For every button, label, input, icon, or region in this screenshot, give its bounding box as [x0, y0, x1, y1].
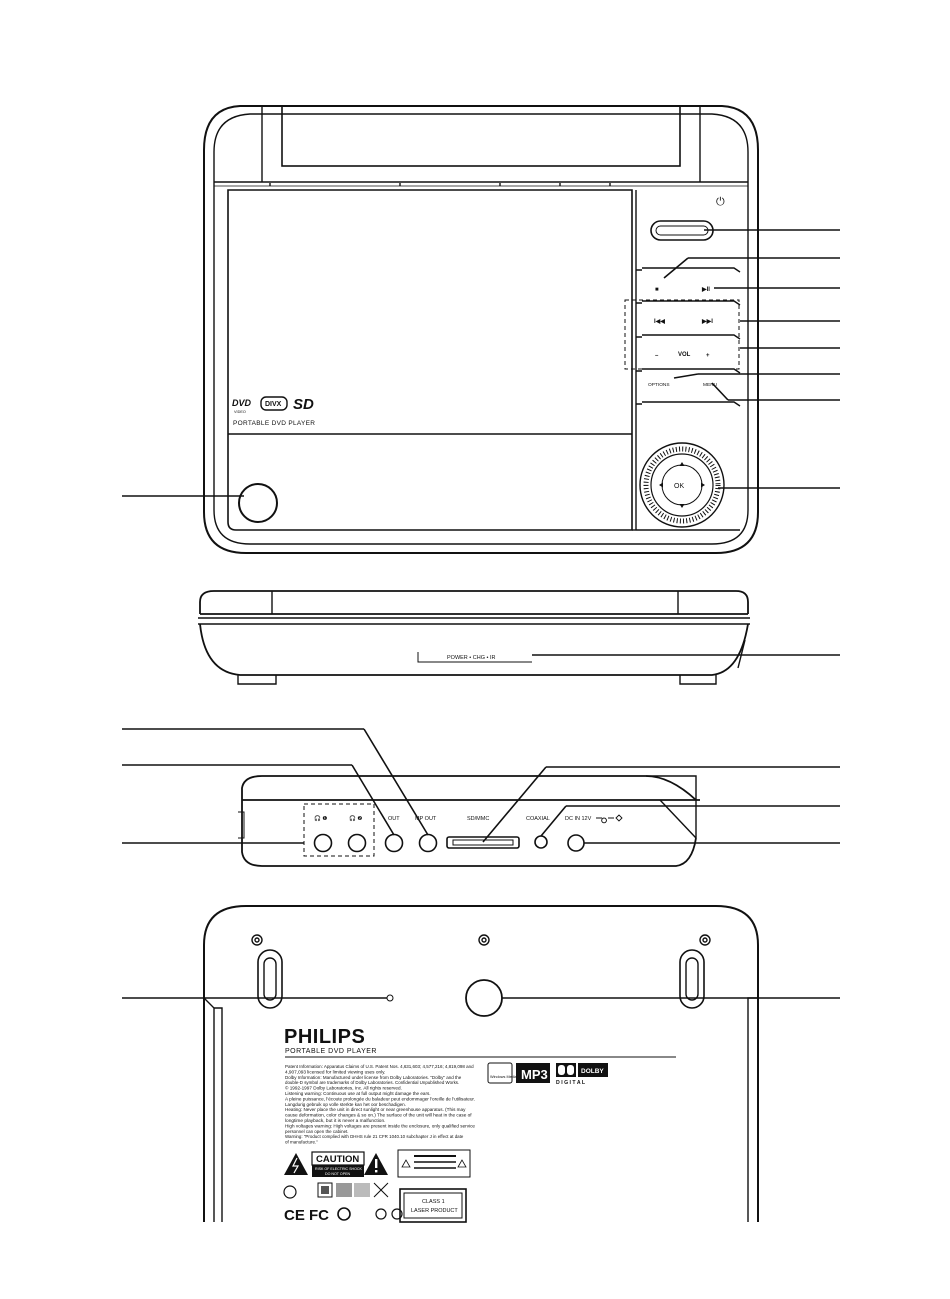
indicator-text: POWER • CHG • IR [447, 655, 495, 661]
laser-line1: CLASS 1 [422, 1199, 445, 1205]
info-line: cause deformation, color changes & so on… [285, 1113, 472, 1118]
caution-line2: DO NOT OPEN [325, 1172, 350, 1176]
laser-label: CLASS 1 LASER PRODUCT [399, 1188, 467, 1223]
open-button[interactable] [238, 483, 278, 523]
left-foot [257, 949, 283, 1009]
info-line: personnel can open the cabinet. [285, 1129, 349, 1134]
ce-fcc-mark: CE FC [284, 1207, 329, 1224]
headphone2-jack[interactable] [347, 833, 367, 853]
power-switch[interactable] [650, 220, 714, 241]
caution-block: CAUTION RISK OF ELECTRIC SHOCK DO NOT OP… [284, 1151, 388, 1177]
sd-logo: SD [293, 396, 314, 413]
av-out-label: OUT [388, 816, 400, 822]
headphone2-label: 🎧 ❷ [349, 815, 362, 822]
info-line: 4,907,093 licensed for limited viewing u… [285, 1069, 386, 1074]
coaxial-jack[interactable] [534, 835, 548, 849]
dc-in-jack[interactable] [567, 834, 585, 852]
info-line: double-D symbol are trademarks of Dolby … [285, 1080, 459, 1085]
front-view: DVD VIDEO DIVX SD PORTABLE DVD PLAYER ⏻ … [203, 105, 759, 554]
dvd-logo-sub: VIDEO [234, 410, 246, 414]
polarity-icon [596, 814, 623, 824]
vol-minus-button[interactable]: – [655, 353, 659, 359]
divx-logo: DIVX [260, 396, 288, 411]
info-line: Langdurig gebruik op volle sterkte kan h… [285, 1102, 406, 1107]
caution-line1: RISK OF ELECTRIC SHOCK [315, 1167, 363, 1171]
nav-dial[interactable]: OK [639, 442, 725, 528]
headphone1-label: 🎧 ❶ [314, 815, 327, 822]
laser-line2: LASER PRODUCT [411, 1208, 458, 1214]
ok-button[interactable]: OK [674, 483, 684, 490]
dvd-logo-text: DVD [232, 398, 252, 408]
mount-socket [465, 979, 503, 1017]
info-line: longtime playback, but it is never a mal… [285, 1118, 385, 1123]
info-line: A pleine puissance, l'écoute prolongée d… [285, 1096, 475, 1101]
coaxial-label: COAXIAL [526, 816, 550, 822]
regional-icon [391, 1208, 403, 1220]
dolby-logo: DOLBY D I G I T A L [556, 1063, 608, 1086]
model-text: PORTABLE DVD PLAYER [233, 420, 315, 427]
vol-label: VOL [678, 352, 691, 358]
info-line: © 1992-1997 Dolby Laboratories, Inc. All… [285, 1086, 402, 1091]
card-slot[interactable] [446, 836, 520, 849]
info-line: High voltages warning: High voltages are… [285, 1123, 476, 1128]
callout-lines [122, 229, 840, 999]
caution-title: CAUTION [316, 1154, 359, 1165]
info-line: of manufacture." [285, 1140, 318, 1145]
windows-media-text: Windows Media™ [490, 1075, 521, 1079]
dolby-digital-text: D I G I T A L [556, 1080, 586, 1086]
ports-view: 🎧 ❶ 🎧 ❷ OUT MP OUT SD/MMC COAXIAL DC IN … [238, 775, 700, 867]
play-pause-button[interactable]: ▶II [701, 286, 710, 293]
info-line: Listening warning: Continuous use at ful… [285, 1091, 431, 1096]
ul-mark-icon [283, 1185, 297, 1199]
warning-label [397, 1149, 471, 1178]
mp3-logo: MP3 [516, 1063, 550, 1083]
side-view: POWER • CHG • IR [198, 590, 750, 685]
windows-media-logo: Windows Media™ [487, 1062, 521, 1084]
mp-out-jack[interactable] [418, 833, 438, 853]
info-line: Patent Information: Apparatus Claims of … [285, 1064, 474, 1069]
options-button[interactable]: OPTIONS [648, 382, 670, 388]
menu-button[interactable]: MENU [703, 382, 718, 388]
reset-hole[interactable] [386, 994, 394, 1002]
headphone1-jack[interactable] [313, 833, 333, 853]
stop-button[interactable]: ■ [655, 287, 659, 293]
mp3-text: MP3 [521, 1067, 548, 1082]
card-slot-label: SD/MMC [467, 816, 489, 822]
standby-icon [375, 1208, 387, 1220]
info-line: Heating: Never place the unit in direct … [285, 1107, 466, 1112]
weee-bin-icon [373, 1182, 389, 1198]
info-line: Dolby Information: Manufactured under li… [285, 1075, 462, 1080]
dolby-text: DOLBY [581, 1068, 604, 1075]
next-button[interactable]: ▶▶I [701, 318, 713, 325]
mp-out-label: MP OUT [415, 816, 437, 822]
power-icon: ⏻ [716, 196, 725, 208]
dvd-logo: DVD VIDEO [232, 398, 252, 414]
back-subtitle: PORTABLE DVD PLAYER [285, 1048, 377, 1055]
brand-text: PHILIPS [284, 1026, 365, 1048]
right-foot [679, 949, 705, 1009]
info-line: Warning: "Product complied with DHHS rul… [285, 1134, 464, 1139]
vol-plus-button[interactable]: + [706, 353, 710, 359]
info-text: Patent Information: Apparatus Claims of … [285, 1064, 476, 1145]
prev-button[interactable]: I◀◀ [654, 318, 665, 325]
back-view: PHILIPS PORTABLE DVD PLAYER Patent Infor… [203, 905, 759, 1224]
dc-in-label: DC IN 12V [565, 816, 592, 822]
divx-logo-text: DIVX [265, 401, 282, 408]
av-out-jack[interactable] [384, 833, 404, 853]
certification-marks: CE FC [283, 1182, 403, 1224]
check-mark-icon [337, 1207, 351, 1221]
